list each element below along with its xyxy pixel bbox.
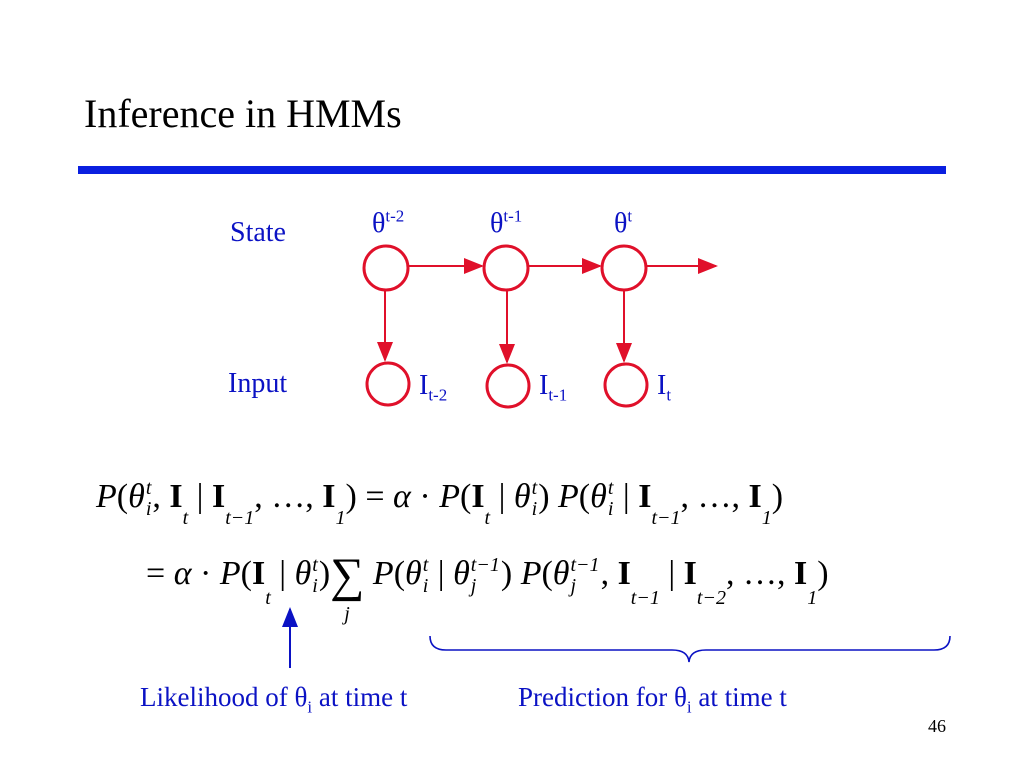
state-node-t-1 xyxy=(482,244,530,292)
input-label-t: It xyxy=(657,370,672,405)
input-label-t-1: It-1 xyxy=(539,370,568,405)
title-underline xyxy=(78,166,946,174)
prediction-annotation: Prediction for θi at time t xyxy=(518,682,787,717)
state-label-t-2: θt-2 xyxy=(372,206,405,239)
state-label-t: θt xyxy=(614,206,633,239)
input-label-t-2: It-2 xyxy=(419,370,448,405)
state-row-label: State xyxy=(230,217,286,248)
summation-symbol: ∑j xyxy=(330,549,365,625)
state-label-t-1: θt-1 xyxy=(490,206,523,239)
input-node-t xyxy=(603,362,649,408)
state-node-t xyxy=(600,244,648,292)
input-node-t-1 xyxy=(485,363,531,409)
slide-title: Inference in HMMs xyxy=(84,91,402,136)
slide-number: 46 xyxy=(928,716,946,736)
prediction-brace xyxy=(429,635,951,663)
likelihood-annotation: Likelihood of θi at time t xyxy=(140,682,408,717)
input-row-label: Input xyxy=(228,368,288,399)
input-node-t-2 xyxy=(365,361,411,407)
state-node-t-2 xyxy=(362,244,410,292)
